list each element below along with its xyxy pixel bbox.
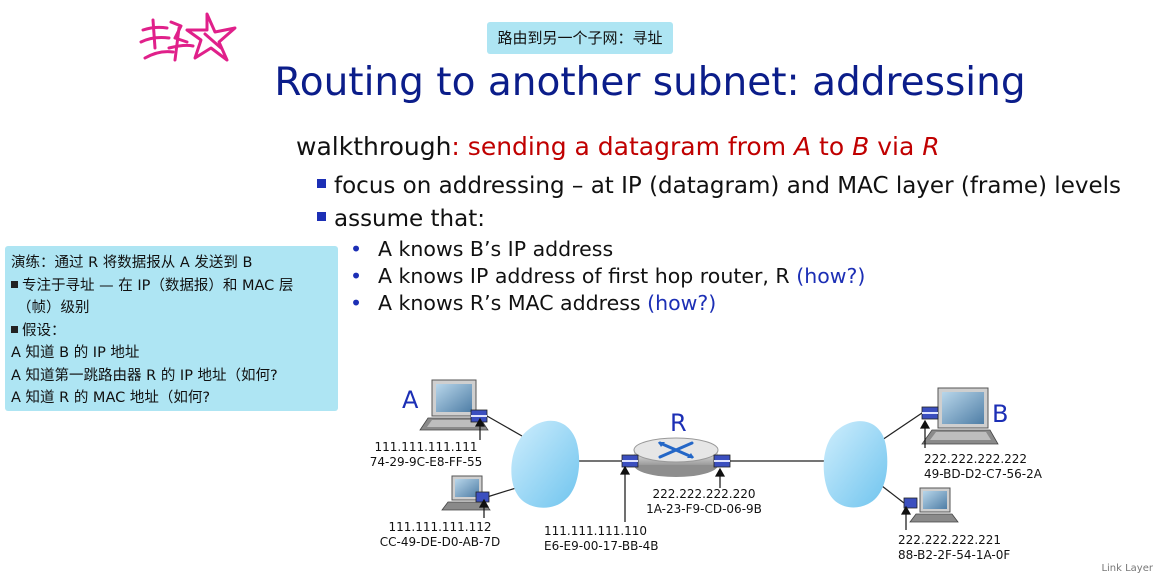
sub-bullet-1: • A knows B’s IP address: [350, 237, 613, 261]
note-line: A 知道 R 的 MAC 地址（如何?: [11, 390, 211, 406]
chinese-note-box: 演练：通过 R 将数据报从 A 发送到 B 专注于寻址 — 在 IP（数据报）和…: [5, 246, 338, 411]
walkthrough-b: B: [852, 132, 870, 161]
ip-address: 222.222.222.222: [924, 452, 1028, 466]
router-right-address: 222.222.222.220 1A-23-F9-CD-06-9B: [640, 487, 768, 517]
sub-bullet-3: • A knows R’s MAC address (how?): [350, 291, 716, 315]
sub-bullet-text: A knows R’s MAC address: [378, 291, 648, 315]
host-a-address: 111.111.111.111 74-29-9C-E8-FF-55: [362, 440, 490, 470]
walkthrough-lead: walkthrough: [296, 132, 452, 161]
label-router-r: R: [670, 409, 687, 437]
note-line: 演练：通过 R 将数据报从 A 发送到 B: [11, 255, 253, 271]
dot-bullet-icon: •: [350, 237, 363, 261]
walkthrough-colon-text: : sending a datagram from: [451, 132, 794, 161]
handwritten-signature: [139, 12, 237, 62]
walkthrough-to: to: [811, 132, 853, 161]
note-line: A 知道第一跳路由器 R 的 IP 地址（如何?: [11, 367, 278, 384]
mac-address: 1A-23-F9-CD-06-9B: [646, 502, 762, 516]
mac-address: CC-49-DE-D0-AB-7D: [379, 535, 501, 549]
walkthrough-line: walkthrough: sending a datagram from A t…: [296, 132, 940, 161]
ip-address: 222.222.222.220: [652, 487, 756, 501]
walkthrough-r: R: [922, 132, 940, 161]
host-b2-computer-icon: [909, 487, 959, 523]
bullet-text: assume that:: [334, 206, 485, 232]
subnet-right-cloud: [823, 421, 888, 508]
router-left-address: 111.111.111.110 E6-E9-00-17-BB-4B: [544, 524, 659, 554]
dot-bullet-icon: •: [350, 264, 363, 288]
host-b2-interface: [903, 497, 918, 509]
sub-bullet-text: A knows B’s IP address: [378, 237, 614, 261]
how-text: (how?): [796, 264, 866, 288]
bullet-focus: focus on addressing – at IP (datagram) a…: [317, 173, 1121, 199]
ip-address: 111.111.111.112: [388, 520, 492, 534]
note-line: 专注于寻址 — 在 IP（数据报）和 MAC 层: [11, 275, 338, 298]
mac-address: 49-BD-D2-C7-56-2A: [924, 467, 1042, 481]
note-line: 假设：: [11, 320, 338, 343]
how-text: (how?): [647, 291, 717, 315]
bullet-text: focus on addressing – at IP (datagram) a…: [334, 173, 1121, 199]
square-bullet-icon: [11, 280, 18, 288]
host-b-computer-icon: [921, 387, 999, 445]
host-a2-address: 111.111.111.112 CC-49-DE-D0-AB-7D: [376, 520, 504, 550]
host-b-address: 222.222.222.222 49-BD-D2-C7-56-2A: [924, 452, 1042, 482]
ip-address: 111.111.111.110: [544, 524, 648, 538]
mac-address: 88-B2-2F-54-1A-0F: [898, 548, 1011, 562]
router-icon: [633, 437, 719, 477]
mac-address: E6-E9-00-17-BB-4B: [544, 539, 659, 553]
sub-bullet-2: • A knows IP address of first hop router,…: [350, 264, 865, 288]
mac-address: 74-29-9C-E8-FF-55: [369, 455, 483, 469]
page-title: Routing to another subnet: addressing: [274, 60, 1026, 105]
square-bullet-icon: [317, 212, 326, 221]
walkthrough-via: via: [869, 132, 923, 161]
square-bullet-icon: [11, 325, 18, 333]
walkthrough-a: A: [794, 132, 812, 161]
host-b2-address: 222.222.222.221 88-B2-2F-54-1A-0F: [898, 533, 1010, 563]
subnet-left-cloud: [511, 420, 580, 508]
bullet-assume: assume that:: [317, 206, 485, 232]
note-line: （帧）级别: [17, 300, 90, 316]
label-host-a: A: [402, 386, 419, 414]
ip-address: 222.222.222.221: [898, 533, 1002, 547]
ip-address: 111.111.111.111: [374, 440, 478, 454]
chinese-title-badge: 路由到另一个子网：寻址: [487, 22, 673, 54]
sub-bullet-text: A knows IP address of first hop router, …: [378, 264, 797, 288]
footer-label: Link Layer: [1101, 563, 1153, 574]
dot-bullet-icon: •: [350, 291, 363, 315]
host-a2-computer-icon: [441, 475, 491, 511]
square-bullet-icon: [317, 179, 326, 188]
label-host-b: B: [992, 400, 1009, 428]
note-line: A 知道 B 的 IP 地址: [11, 345, 140, 361]
host-a2-interface: [475, 491, 490, 503]
